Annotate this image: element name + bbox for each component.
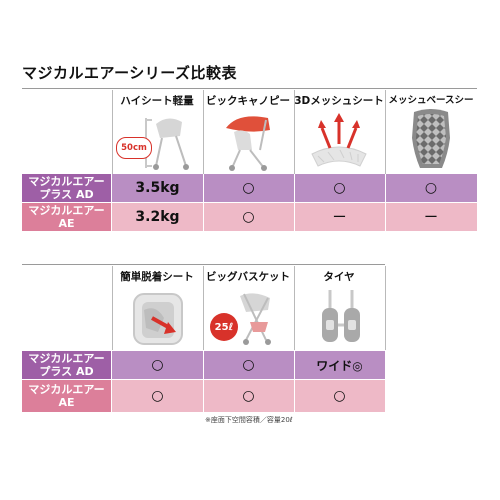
divider [294,351,295,412]
basket-capacity-badge: 25ℓ [210,313,238,341]
divider [111,351,112,412]
header-big-basket: ビッグバスケット [206,271,290,283]
row-label-line1: マジカルエアー [28,204,105,217]
header-detachable-seat: 簡単脱着シート [120,271,194,283]
header-canopy: ビックキャノピー [206,95,290,107]
cell-mark: ー [332,210,347,226]
page-title: マジカルエアーシリーズ比較表 [22,64,238,82]
cell-mark: ○ [151,388,164,404]
cell-mark: ー [424,210,438,226]
stroller-high-seat-icon [145,118,189,170]
divider [22,264,385,265]
header-high-seat: ハイシート軽量 [120,95,194,107]
divider [294,266,295,350]
3d-mesh-arrows-icon [311,113,367,167]
header-3d-mesh: 3Dメッシュシート [294,95,384,107]
cell-mark: ○ [242,357,255,373]
divider [22,88,477,89]
row-label-line1: マジカルエアー [28,352,105,365]
divider [294,90,295,174]
cell-weight: 3.5kg [135,180,180,196]
cell-mark: ○ [242,209,255,225]
mesh-seat-pad-icon [412,109,450,168]
cell-mark: ○ [424,180,438,196]
divider [203,266,204,350]
divider [22,379,385,380]
divider [385,90,386,174]
row-label-line2: プラス AD [39,365,94,378]
cell-weight: 3.2kg [135,209,180,225]
row-label-line1: マジカルエアー [28,383,105,396]
divider [203,90,204,174]
detachable-seat-icon [133,293,183,345]
cell-mark: ○ [242,180,255,196]
footnote: ※座面下空間容積／容量20ℓ [205,416,293,424]
divider [112,266,113,350]
row-label-ad: マジカルエアープラス AD [22,351,111,379]
divider [22,202,477,203]
cell-tire-value: ワイド◎ [316,358,363,373]
row-label-line2: プラス AD [39,188,94,201]
basket-stroller-icon [240,293,271,345]
row-label-line2: AE [58,396,75,409]
row-label-line2: AE [58,217,75,230]
divider [112,90,113,174]
cell-mark: ○ [333,388,346,404]
cell-mark: ○ [242,388,255,404]
cell-mark: ○ [333,180,346,196]
canopy-stroller-icon [226,116,270,171]
height-badge: 50cm [116,137,152,159]
row-label-line1: マジカルエアー [28,175,105,188]
cell-mark: ○ [151,357,164,373]
wide-tire-icon [322,290,360,342]
header-tire: タイヤ [323,271,355,283]
row-label-ad: マジカルエアープラス AD [22,174,111,202]
divider [203,351,204,412]
divider [385,266,386,350]
